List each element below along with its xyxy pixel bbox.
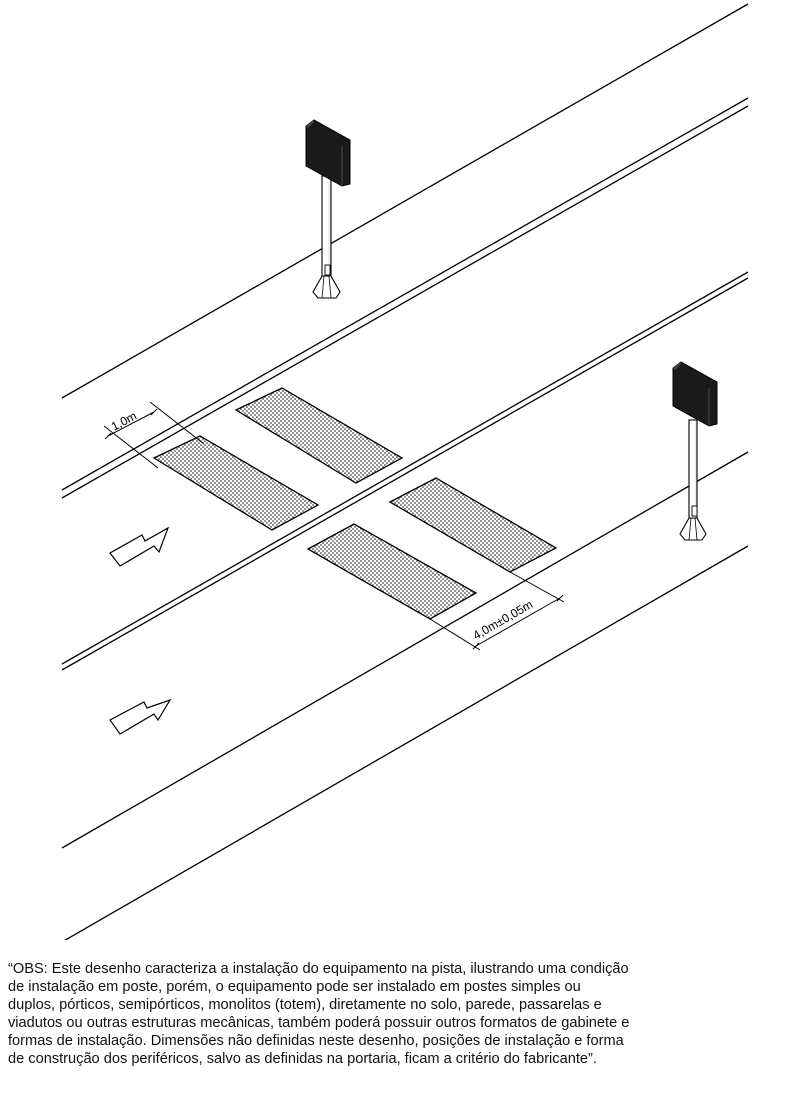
sensor-pad bbox=[306, 523, 478, 620]
direction-arrow-icon bbox=[109, 698, 172, 735]
pad-spacing-label: 4,0m±0,05m bbox=[471, 597, 536, 642]
equipment-pole bbox=[305, 119, 351, 299]
sensor-pads bbox=[152, 387, 558, 620]
access-hatch bbox=[324, 264, 331, 276]
lane-line-middle bbox=[61, 451, 749, 849]
pole-shaft bbox=[688, 419, 698, 521]
sensor-pad bbox=[152, 435, 320, 531]
pad-width-label: 1,0m bbox=[109, 409, 139, 434]
pole-shaft bbox=[321, 175, 332, 279]
sensor-pad bbox=[388, 477, 558, 573]
direction-arrow-icon bbox=[109, 526, 170, 567]
equipment-cabinet-icon bbox=[672, 361, 718, 427]
pole-base bbox=[679, 517, 707, 541]
road-edge-top bbox=[61, 3, 749, 399]
observation-note: “OBS: Este desenho caracteriza a instala… bbox=[8, 961, 630, 1067]
installation-drawing: 1,0m 4,0m±0,05m bbox=[61, 3, 749, 940]
sensor-pad bbox=[234, 387, 404, 484]
road-edge-bottom bbox=[64, 545, 749, 940]
median-line-lower bbox=[61, 105, 749, 499]
pole-base bbox=[312, 275, 341, 299]
access-hatch bbox=[691, 505, 698, 517]
road bbox=[61, 3, 749, 940]
lane-divider-upper bbox=[61, 271, 749, 665]
lane-divider-lower bbox=[61, 277, 749, 671]
median-line-upper bbox=[61, 97, 749, 491]
equipment-pole bbox=[672, 361, 718, 541]
equipment-cabinet-icon bbox=[305, 119, 351, 187]
